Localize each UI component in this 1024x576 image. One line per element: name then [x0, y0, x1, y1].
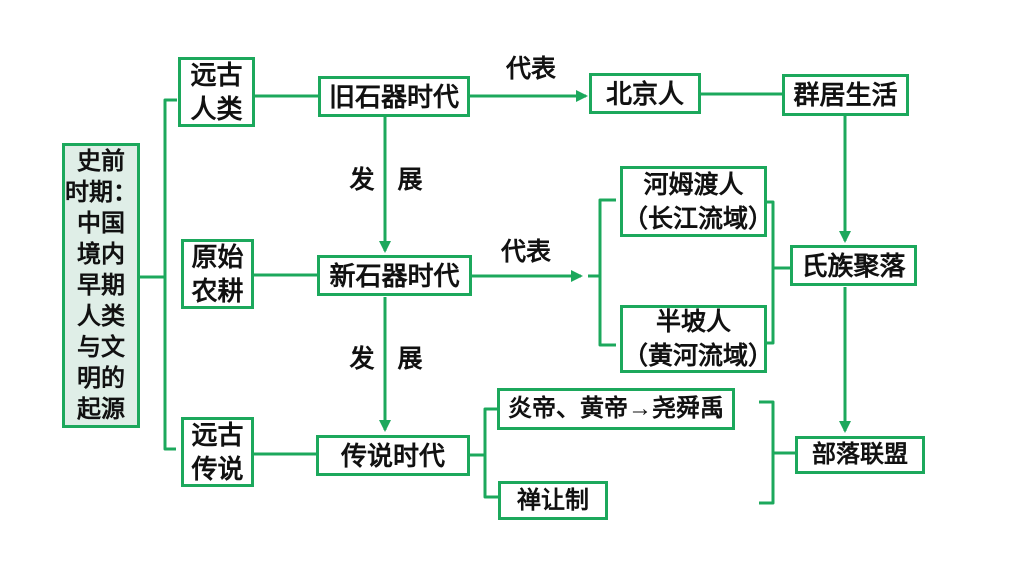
bracket-main: [163, 98, 177, 451]
node-yandi-huangdi-yaoshunyu: 炎帝、黄帝→尧舜禹: [497, 388, 735, 430]
node-clan-settlement: 氏族聚落: [790, 245, 917, 286]
node-peking-man: 北京人: [589, 73, 701, 114]
edge-label-represent-2: 代表: [500, 238, 552, 266]
edge-label-represent-1: 代表: [505, 55, 557, 83]
node-primitive-farming: 原始 农耕: [181, 239, 254, 309]
node-hemudu-people: 河姆渡人 （长江流域）: [620, 166, 773, 237]
edge-label-develop-1: 发 展: [349, 166, 423, 194]
node-legendary-age: 传说时代: [316, 435, 470, 476]
node-ancient-legends: 远古 传说: [181, 417, 254, 487]
node-neolithic-age: 新石器时代: [317, 255, 472, 296]
bracket-legend-right: [759, 400, 775, 505]
edge-label-develop-2: 发 展: [349, 345, 423, 373]
node-tribal-alliance: 部落联盟: [795, 436, 925, 474]
node-abdication-system: 禅让制: [498, 481, 608, 520]
node-banpo-people: 半坡人 （黄河流域）: [620, 305, 773, 373]
node-root-prehistoric-period: 史前 时期： 中国 境内 早期 人类 与文 明的 起源: [62, 143, 140, 428]
node-group-living: 群居生活: [782, 74, 909, 116]
node-ancient-humans: 远古 人类: [178, 57, 255, 127]
bracket-neolithic-left: [598, 198, 616, 347]
node-paleolithic-age: 旧石器时代: [318, 76, 470, 117]
